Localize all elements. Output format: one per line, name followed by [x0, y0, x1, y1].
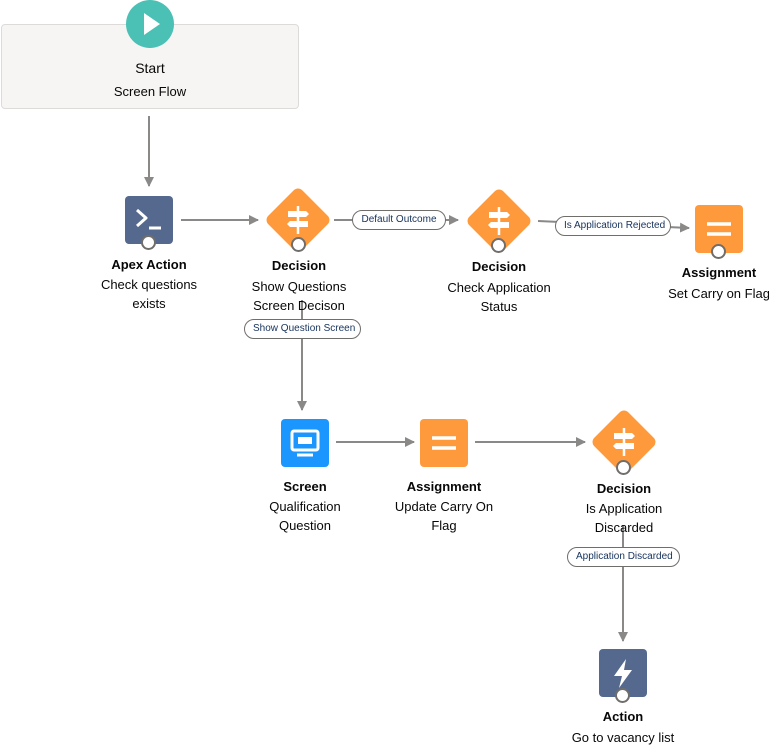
start-icon-badge: [126, 0, 174, 48]
decision1-label: Show Questions Screen Decison: [251, 279, 347, 313]
apex-label: Check questions exists: [100, 277, 198, 311]
screen-node[interactable]: [281, 419, 329, 467]
decision1-connector[interactable]: [291, 237, 306, 252]
screen-title: Screen: [283, 479, 327, 494]
decision2-connector[interactable]: [491, 238, 506, 253]
action-connector[interactable]: [615, 688, 630, 703]
decision3-connector[interactable]: [616, 460, 631, 475]
start-title: Start: [135, 60, 165, 76]
edge-label-application-discarded[interactable]: Application Discarded: [567, 547, 680, 567]
apex-title: Apex Action: [111, 257, 187, 272]
edge-label-default-outcome[interactable]: Default Outcome: [352, 210, 446, 230]
assignment1-node[interactable]: [695, 205, 743, 253]
assignment1-connector[interactable]: [711, 244, 726, 259]
start-subtitle: Screen Flow: [113, 84, 187, 99]
decision2-title: Decision: [471, 259, 527, 274]
assignment2-label: Update Carry On Flag: [394, 499, 494, 533]
monitor-icon: [290, 429, 320, 457]
action-title: Action: [602, 709, 644, 724]
action-label: Go to vacancy list: [571, 730, 675, 745]
assignment1-title: Assignment: [681, 265, 757, 280]
terminal-icon: [136, 208, 161, 230]
decision1-title: Decision: [271, 258, 327, 273]
play-icon: [144, 13, 160, 35]
equals-icon: [707, 222, 731, 236]
signpost-icon: [613, 428, 635, 456]
screen-label: Qualification Question: [269, 499, 341, 533]
action-node[interactable]: [599, 649, 647, 697]
assignment2-node[interactable]: [420, 419, 468, 467]
equals-icon: [432, 436, 456, 450]
edge-label-show-question-screen[interactable]: Show Question Screen: [244, 319, 361, 339]
decision3-title: Decision: [596, 481, 652, 496]
lightning-icon: [614, 659, 632, 688]
decision2-label: Check Application Status: [447, 280, 551, 314]
signpost-icon: [287, 206, 309, 234]
assignment2-title: Assignment: [406, 479, 482, 494]
assignment1-label: Set Carry on Flag: [668, 286, 769, 301]
signpost-icon: [488, 207, 510, 235]
edge-label-is-application-rejected[interactable]: Is Application Rejected: [555, 216, 671, 236]
apex-connector[interactable]: [141, 235, 156, 250]
decision3-label: Is Application Discarded: [585, 501, 663, 535]
